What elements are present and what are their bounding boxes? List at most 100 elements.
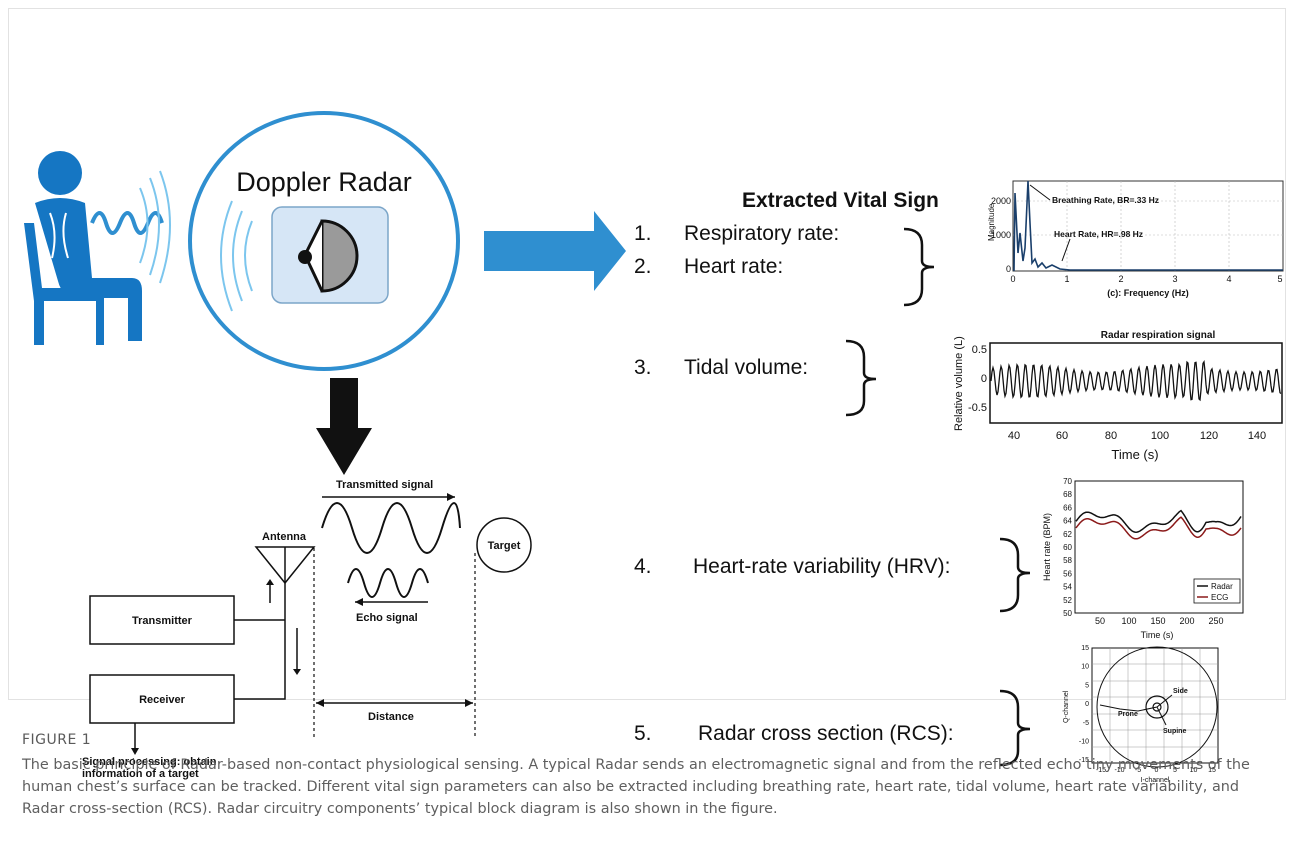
- right-arrow: [484, 211, 626, 291]
- resp-xtick-4: 120: [1200, 430, 1218, 442]
- respiration-ylabel: Relative volume (L): [953, 336, 965, 431]
- block-diagram: Transmitted signal Echo signal Antenna T…: [82, 479, 532, 780]
- doppler-radar-title: Doppler Radar: [236, 167, 412, 197]
- spectrum-ytick-1: 1000: [991, 230, 1011, 240]
- vital-label-1: Respiratory rate:: [684, 222, 839, 245]
- signal-processing-line1: Signal processing: obtain: [82, 756, 217, 768]
- hrv-ytick: 64: [1063, 517, 1072, 526]
- rcs-label-side: Side: [1173, 688, 1188, 695]
- target-circle: [476, 517, 532, 573]
- hrv-ytick: 66: [1063, 503, 1072, 512]
- vital-braces: [845, 227, 1031, 767]
- antenna-label: Antenna: [262, 531, 307, 543]
- rcs-chart: Side Prone Supine Q-channel I-channel 15…: [1063, 645, 1219, 784]
- respiration-chart: Radar respiration signal Relative volume…: [953, 330, 1283, 462]
- spectrum-annot-br: Breathing Rate, BR=.33 Hz: [1052, 195, 1159, 205]
- distance-label: Distance: [368, 711, 414, 723]
- spectrum-xtick-3: 3: [1172, 274, 1177, 284]
- resp-xtick-1: 60: [1056, 430, 1068, 442]
- rcs-xtick: -10: [1114, 767, 1124, 774]
- vital-label-5: Radar cross section (RCS):: [698, 722, 954, 745]
- hrv-legend: [1193, 578, 1241, 604]
- resp-xtick-5: 140: [1248, 430, 1266, 442]
- spectrum-annot-hr: Heart Rate, HR=.98 Hz: [1054, 229, 1143, 239]
- vital-label-2: Heart rate:: [684, 255, 783, 278]
- rcs-ytick: -5: [1083, 720, 1089, 727]
- rcs-ytick: -10: [1079, 739, 1089, 746]
- spectrum-line: [1013, 180, 1283, 272]
- signal-processing-line2: information of a target: [82, 768, 199, 780]
- hrv-xtick-3: 200: [1179, 616, 1194, 626]
- rcs-ytick: 0: [1085, 701, 1089, 708]
- figure-label: FIGURE 1: [22, 732, 92, 748]
- vital-num-3: 3.: [634, 356, 652, 379]
- person-icon: [24, 151, 142, 345]
- extracted-vital-title: Extracted Vital Sign: [742, 189, 939, 212]
- spectrum-xtick-2: 2: [1118, 274, 1123, 284]
- spectrum-ytick-0: 2000: [991, 196, 1011, 206]
- resp-ytick-0: 0.5: [972, 344, 987, 356]
- rcs-ylabel: Q-channel: [1063, 690, 1070, 723]
- resp-xtick-3: 100: [1151, 430, 1169, 442]
- rcs-label-prone: Prone: [1118, 711, 1138, 718]
- down-arrow: [316, 378, 372, 475]
- receiver-label: Receiver: [139, 694, 186, 706]
- vital-label-4: Heart-rate variability (HRV):: [693, 555, 951, 578]
- vital-num-1: 1.: [634, 222, 652, 245]
- target-label: Target: [488, 540, 521, 552]
- spectrum-ytick-2: 0: [1006, 264, 1011, 274]
- respiration-xlabel: Time (s): [1111, 447, 1158, 462]
- echo-wave: [347, 568, 429, 598]
- hrv-ytick: 70: [1063, 477, 1072, 486]
- spectrum-xtick-4: 4: [1226, 274, 1231, 284]
- rcs-xtick: -5: [1135, 767, 1141, 774]
- resp-xtick-0: 40: [1008, 430, 1020, 442]
- transmitter-box: [89, 595, 235, 645]
- figure-caption: The basic principle of Radar-based non-c…: [22, 757, 1250, 817]
- rcs-xtick: 10: [1190, 767, 1198, 774]
- resp-ytick-1: 0: [981, 373, 987, 385]
- vital-num-2: 2.: [634, 255, 652, 278]
- hrv-ytick: 62: [1063, 530, 1072, 539]
- vital-num-5: 5.: [634, 722, 652, 745]
- spectrum-xtick-0: 0: [1010, 274, 1015, 284]
- rcs-xtick: 0: [1155, 767, 1159, 774]
- hrv-ylabel: Heart rate (BPM): [1042, 513, 1052, 581]
- radar-dish-icon: [298, 219, 359, 293]
- transmitter-label: Transmitter: [132, 615, 193, 627]
- figure-frame: [8, 8, 1286, 700]
- hrv-ecg-line: [1075, 516, 1242, 540]
- hrv-ytick: 58: [1063, 556, 1072, 565]
- hrv-legend-ecg: ECG: [1211, 593, 1228, 602]
- radar-emit-arcs: [220, 200, 253, 312]
- echo-signal-label: Echo signal: [356, 612, 418, 624]
- rcs-ytick: 5: [1085, 682, 1089, 689]
- respiration-title: Radar respiration signal: [1101, 330, 1216, 341]
- rcs-ytick: -15: [1079, 757, 1089, 764]
- rcs-label-supine: Supine: [1163, 728, 1186, 735]
- resp-xtick-2: 80: [1105, 430, 1117, 442]
- rcs-xlabel: I-channel: [1141, 777, 1170, 784]
- transmitted-wave: [321, 502, 461, 554]
- spectrum-xlabel: (c): Frequency (Hz): [1107, 288, 1189, 298]
- vital-num-4: 4.: [634, 555, 652, 578]
- hrv-radar-line: [1075, 509, 1242, 533]
- rcs-ytick: 10: [1081, 664, 1089, 671]
- hrv-xtick-2: 150: [1150, 616, 1165, 626]
- transmitted-signal-label: Transmitted signal: [336, 479, 433, 491]
- spectrum-chart: Magnitude 2000 1000 0 0 1 2 3 4 5 (c): F…: [987, 180, 1284, 298]
- rcs-ytick: 15: [1081, 645, 1089, 652]
- hrv-xtick-4: 250: [1208, 616, 1223, 626]
- hrv-ytick: 60: [1063, 543, 1072, 552]
- vital-list: 1. Respiratory rate: 2. Heart rate: 3. T…: [634, 222, 954, 745]
- hrv-xtick-0: 50: [1095, 616, 1105, 626]
- hrv-xtick-1: 100: [1121, 616, 1136, 626]
- rcs-xtick: -15: [1096, 767, 1106, 774]
- respiration-wave: [990, 359, 1282, 402]
- hrv-ytick: 56: [1063, 569, 1072, 578]
- breathing-wave: [90, 211, 164, 235]
- resp-ytick-2: -0.5: [968, 402, 987, 414]
- hrv-xlabel: Time (s): [1141, 630, 1174, 640]
- hrv-ytick: 50: [1063, 609, 1072, 618]
